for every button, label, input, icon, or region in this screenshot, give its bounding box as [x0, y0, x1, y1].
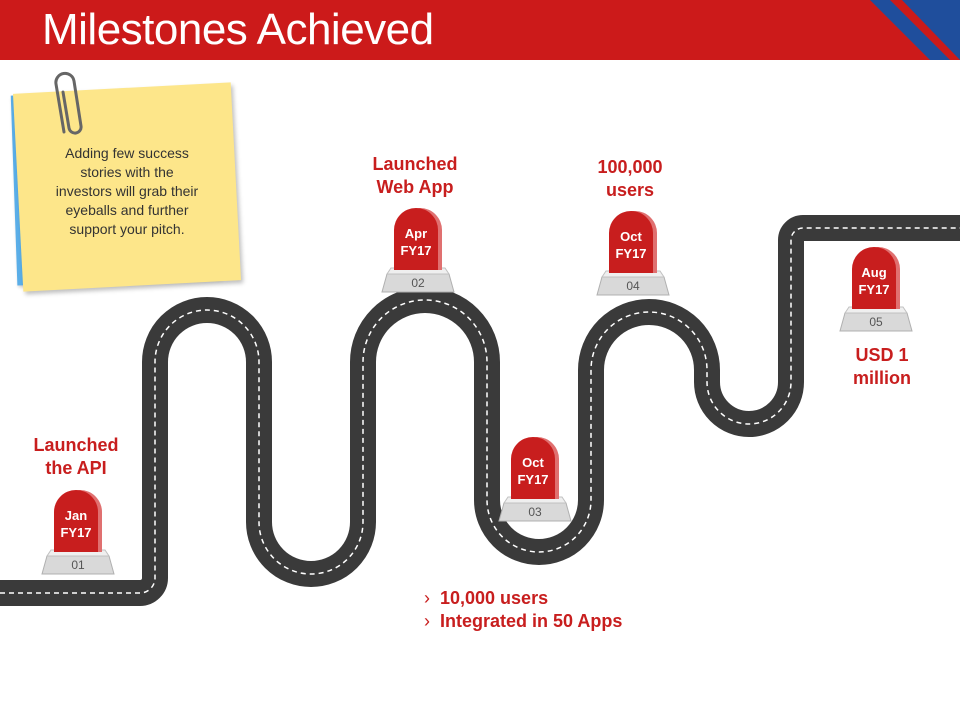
- milestone-year: FY17: [858, 282, 889, 297]
- milestone-number: 01: [71, 558, 85, 572]
- winding-road: [0, 215, 960, 606]
- milestone-03-bullet-list: ›10,000 users ›Integrated in 50 Apps: [424, 587, 622, 633]
- page-title: Milestones Achieved: [42, 5, 434, 54]
- milestone-month: Jan: [65, 508, 87, 523]
- bullet-item: ›Integrated in 50 Apps: [424, 611, 623, 631]
- milestone-month: Aug: [861, 265, 886, 280]
- milestone-year: FY17: [60, 525, 91, 540]
- sticky-note: Adding few success stories with the inve…: [10, 82, 242, 294]
- milestone-year: FY17: [517, 472, 548, 487]
- milestone-year: FY17: [615, 246, 646, 261]
- milestone-number: 02: [411, 276, 425, 290]
- corner-stripes-decoration: [870, 0, 960, 60]
- milestone-number: 05: [869, 315, 883, 329]
- milestone-number: 04: [626, 279, 640, 293]
- milestone-year: FY17: [400, 243, 431, 258]
- milestone-month: Apr: [405, 226, 427, 241]
- milestone-number: 03: [528, 505, 542, 519]
- milestone-month: Oct: [620, 229, 642, 244]
- paperclip-icon: [54, 71, 83, 135]
- milestone-month: Oct: [522, 455, 544, 470]
- sticky-note-text: Adding few success stories with the inve…: [55, 145, 199, 237]
- title-bar: Milestones Achieved: [0, 0, 960, 60]
- bullet-item: ›10,000 users: [424, 588, 549, 608]
